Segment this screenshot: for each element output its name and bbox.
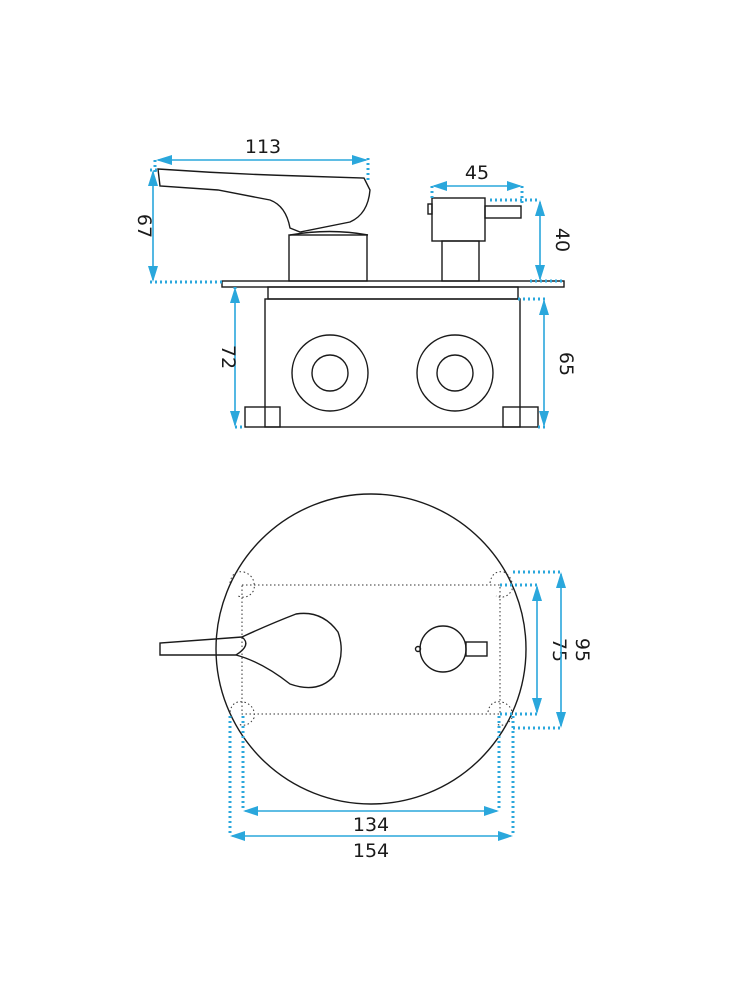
dim-outer-height: 95	[571, 638, 593, 662]
dim-knob-height: 40	[551, 228, 573, 252]
port-left-outer	[291, 334, 369, 412]
port-left-inner	[311, 354, 349, 392]
knob-cap	[431, 197, 486, 242]
dim-knob-width: 45	[465, 162, 489, 184]
knob-stem	[441, 240, 480, 282]
knob-front	[419, 625, 467, 673]
dim-mount-spacing-width: 134	[353, 814, 389, 836]
dim-lever-length: 113	[245, 136, 281, 158]
lever-body	[288, 234, 368, 282]
valve-box	[264, 298, 521, 428]
front-view: 134 154 75 95	[159, 493, 593, 862]
lever-front	[159, 612, 342, 689]
port-right-outer	[416, 334, 494, 412]
knob-lever	[484, 205, 522, 219]
port-right-inner	[436, 354, 474, 392]
knob-front-lever	[465, 641, 488, 657]
dim-plate-diameter: 154	[353, 840, 389, 862]
box-flange	[267, 286, 519, 300]
cover-plate-circle	[215, 493, 527, 805]
side-view: 113 67 45 40 72 65	[133, 136, 577, 429]
dim-box-inner-depth: 65	[555, 352, 577, 376]
cover-plate	[221, 280, 565, 288]
hidden-box-outline	[241, 584, 501, 715]
dim-box-depth: 72	[217, 345, 239, 369]
dim-mount-spacing-height: 75	[548, 638, 570, 662]
lever-handle	[157, 168, 371, 233]
dim-lever-height: 67	[133, 214, 155, 238]
